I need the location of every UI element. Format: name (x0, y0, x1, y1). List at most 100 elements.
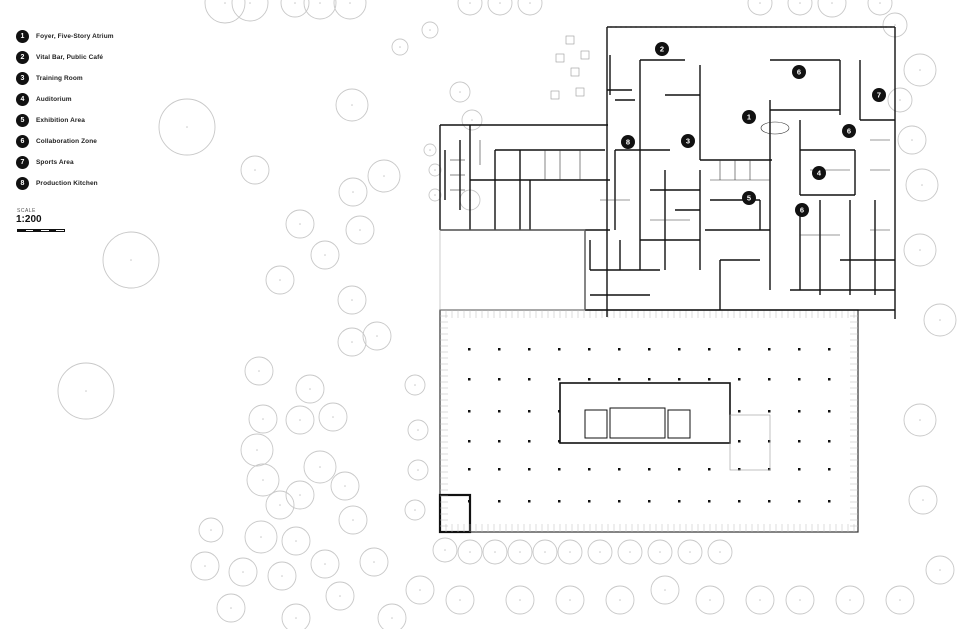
tree-circle (265, 265, 295, 295)
room-marker-circle (621, 135, 635, 149)
column-marker (678, 378, 681, 381)
tree-circle (517, 0, 543, 16)
tree-circle (557, 539, 583, 565)
column-marker (828, 410, 831, 413)
tree-center (256, 449, 258, 451)
legend-number-badge: 4 (16, 93, 29, 106)
tree-center (414, 384, 416, 386)
legend-label: Sports Area (36, 159, 74, 166)
tree-center (352, 519, 354, 521)
tree-center (352, 191, 354, 193)
column-marker (708, 378, 711, 381)
tree-center (459, 599, 461, 601)
tree-circle (505, 585, 535, 615)
tree-center (939, 319, 941, 321)
tree-center (434, 194, 436, 196)
stair-core-outline (438, 493, 472, 534)
tree-center (659, 551, 661, 553)
garage-core-room (667, 409, 691, 439)
tree-center (299, 494, 301, 496)
tree-center (399, 46, 401, 48)
cafe-table (575, 87, 585, 97)
column-marker (528, 348, 531, 351)
tree-circle (885, 585, 915, 615)
tree-circle (377, 603, 407, 633)
tree-circle (359, 547, 389, 577)
tree-circle (677, 539, 703, 565)
tree-center (899, 99, 901, 101)
tree-center (799, 599, 801, 601)
tree-center (319, 466, 321, 468)
tree-center (619, 599, 621, 601)
column-marker (618, 500, 621, 503)
column-marker (528, 500, 531, 503)
room-marker-circle (812, 166, 826, 180)
tree-center (230, 607, 232, 609)
tree-center (279, 279, 281, 281)
column-marker (828, 440, 831, 443)
room-marker-circle (795, 203, 809, 217)
tree-circle (897, 125, 927, 155)
tree-circle (204, 0, 246, 24)
legend-number-badge: 3 (16, 72, 29, 85)
tree-center (339, 595, 341, 597)
tree-center (210, 529, 212, 531)
tree-center (281, 575, 283, 577)
tree-center (569, 599, 571, 601)
column-marker (618, 378, 621, 381)
tree-center (719, 551, 721, 553)
column-marker (588, 500, 591, 503)
tree-circle (325, 581, 355, 611)
garage-core (559, 382, 731, 444)
column-marker (498, 468, 501, 471)
tree-center (204, 565, 206, 567)
atrium-table (760, 121, 790, 135)
tree-circle (428, 188, 442, 202)
tree-circle (423, 143, 437, 157)
tree-center (429, 149, 431, 151)
tree-center (459, 91, 461, 93)
tree-circle (555, 585, 585, 615)
tree-circle (285, 209, 315, 239)
tree-circle (532, 539, 558, 565)
column-marker (528, 468, 531, 471)
column-marker (558, 500, 561, 503)
legend-label: Vital Bar, Public Café (36, 54, 104, 61)
room-marker-number: 4 (817, 169, 822, 178)
tree-center (262, 418, 264, 420)
tree-circle (337, 285, 367, 315)
tree-center (689, 551, 691, 553)
tree-center (911, 139, 913, 141)
tree-center (939, 569, 941, 571)
tree-circle (362, 321, 392, 351)
column-marker (528, 440, 531, 443)
tree-center (249, 2, 251, 4)
cafe-table (570, 67, 580, 77)
tree-circle (295, 374, 325, 404)
tree-center (529, 2, 531, 4)
tree-circle (923, 303, 957, 337)
tree-circle (449, 81, 471, 103)
tree-circle (267, 561, 297, 591)
tree-center (664, 589, 666, 591)
tree-center (242, 571, 244, 573)
tree-circle (707, 539, 733, 565)
room-marker-circle (681, 134, 695, 148)
tree-circle (445, 585, 475, 615)
tree-circle (244, 356, 274, 386)
tree-circle (461, 109, 483, 131)
tree-circle (231, 0, 269, 22)
tree-center (469, 2, 471, 4)
tree-center (519, 599, 521, 601)
tree-circle (421, 21, 439, 39)
column-marker (498, 410, 501, 413)
column-marker (618, 468, 621, 471)
column-marker (738, 378, 741, 381)
parking-garage (438, 309, 859, 534)
legend-number-badge: 7 (16, 156, 29, 169)
cafe-table (550, 90, 560, 100)
